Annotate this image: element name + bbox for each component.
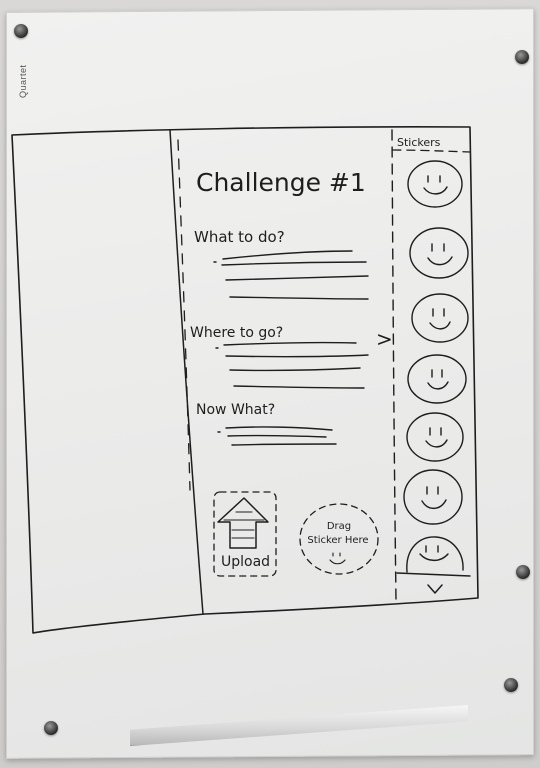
drag-sticker-dropzone[interactable]: [299, 503, 379, 575]
sticker-smiley-5[interactable]: [406, 412, 464, 462]
drag-label-line2: Sticker Here: [307, 535, 368, 546]
drag-label-line1: Drag: [327, 521, 351, 532]
next-arrow-icon[interactable]: >: [376, 327, 393, 351]
upload-label: Upload: [221, 554, 270, 570]
center-dashed-edge: [177, 139, 191, 491]
section-heading-where-to-go: Where to go?: [190, 325, 283, 341]
stickers-underline: [392, 149, 471, 153]
sticker-smiley-1[interactable]: [407, 160, 463, 208]
mount-bolt-bottom-left: [44, 721, 58, 735]
sticker-smiley-4[interactable]: [407, 354, 467, 404]
stickers-column-divider: [391, 129, 397, 601]
what-to-do-text-lines: [213, 250, 369, 300]
sticker-smiley-7[interactable]: [406, 536, 464, 573]
stickers-scroll-separator: [396, 572, 471, 577]
scroll-down-arrow-icon[interactable]: [427, 584, 443, 594]
sticker-smiley-3[interactable]: [411, 293, 469, 343]
sticker-smiley-6[interactable]: [403, 469, 463, 525]
upload-box[interactable]: [213, 491, 277, 577]
sticker-smiley-2[interactable]: [409, 227, 469, 279]
mount-bolt-bottom-right: [504, 678, 518, 692]
upload-arrow-icon: [217, 497, 269, 549]
section-heading-now-what: Now What?: [196, 402, 275, 418]
section-heading-what-to-do: What to do?: [194, 228, 285, 246]
stickers-heading: Stickers: [397, 136, 441, 149]
now-what-text-lines: [217, 426, 337, 446]
where-to-go-text-lines: [215, 341, 369, 389]
mount-bolt-top-left: [14, 24, 28, 38]
mount-bolt-top-right: [515, 50, 529, 64]
outer-frame: [11, 126, 479, 634]
drag-smiley-icon: [329, 552, 346, 565]
left-panel-divider: [169, 129, 204, 615]
mount-bolt-mid-right: [516, 565, 530, 579]
challenge-title: Challenge #1: [196, 168, 366, 197]
